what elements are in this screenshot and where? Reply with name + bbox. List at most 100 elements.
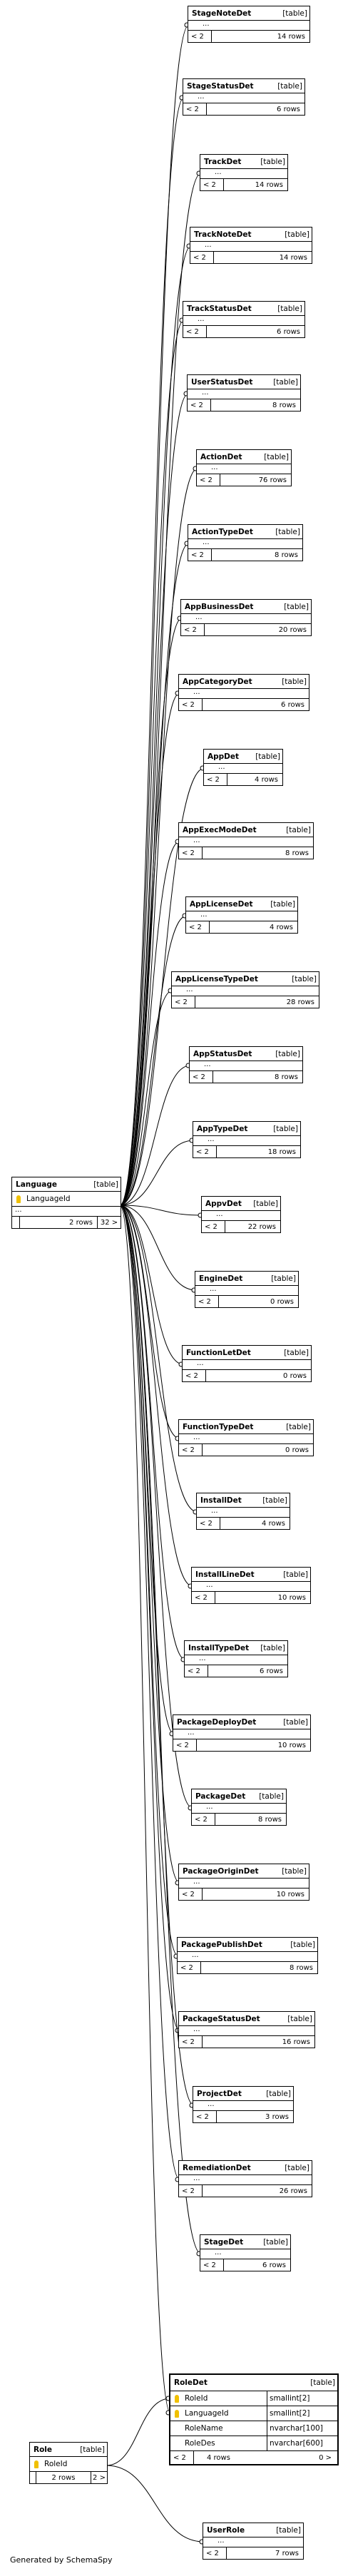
parents-count: < 2 <box>185 1665 208 1677</box>
table-name: AppStatusDet <box>193 1049 252 1058</box>
parents-count: < 2 <box>203 2547 227 2559</box>
table-name: AppCategoryDet <box>183 677 252 686</box>
table-name: AppvDet <box>205 1199 242 1208</box>
column-type: nvarchar[600] <box>270 2439 323 2448</box>
table-name: StageNoteDet <box>192 9 252 18</box>
ellipsis: ... <box>192 1804 286 1814</box>
parents-count: < 2 <box>179 2036 203 2048</box>
ellipsis: ... <box>190 242 312 252</box>
parents-count: < 2 <box>179 2185 203 2197</box>
table-type: [table] <box>276 2525 301 2535</box>
table-name: FunctionTypeDet <box>183 1422 254 1431</box>
language-relationship-line <box>119 692 180 1206</box>
table-name: AppLicenseTypeDet <box>175 974 258 983</box>
row-count: 7 rows <box>275 2549 299 2557</box>
parents-count: < 2 <box>192 1814 215 1825</box>
table-type: [table] <box>260 1643 285 1652</box>
table-type: [table] <box>292 974 317 983</box>
language-relationship-line <box>119 1205 180 1884</box>
ellipsis: ... <box>197 1508 290 1518</box>
row-count: 8 rows <box>272 401 296 409</box>
table-name: PackageOriginDet <box>183 1866 259 1876</box>
ellipsis: ... <box>183 1360 311 1370</box>
table-name: TrackStatusDet <box>187 304 252 313</box>
primary-key-icon <box>170 2394 183 2403</box>
parents-count: < 2 <box>172 996 195 1008</box>
column-type: nvarchar[100] <box>270 2424 323 2433</box>
ellipsis: ... <box>202 1211 280 1221</box>
language-relationship-line <box>119 1205 197 1291</box>
table-type: [table] <box>259 1792 284 1801</box>
table-name: UserRole <box>207 2525 245 2535</box>
ellipsis: ... <box>172 986 319 996</box>
table-type: [table] <box>253 1199 278 1208</box>
ellipsis: ... <box>179 2026 314 2036</box>
column-type: smallint[2] <box>270 2409 310 2418</box>
column-name: RoleId <box>183 2391 267 2406</box>
table-type: [table] <box>285 230 309 239</box>
row-count: 4 rows <box>207 2453 230 2462</box>
table-type: [table] <box>270 899 295 909</box>
table-name: PackageDeployDet <box>177 1717 257 1727</box>
parents-count: < 2 <box>186 921 210 933</box>
table-type: [table] <box>273 1124 298 1133</box>
language-relationship-line <box>119 320 185 1206</box>
table-type: [table] <box>310 2378 335 2387</box>
parents-count: < 2 <box>179 1444 203 1456</box>
column-name: LanguageId <box>183 2406 267 2421</box>
table-name: AppTypeDet <box>197 1124 248 1133</box>
table-type: [table] <box>286 1422 311 1431</box>
parents-count: < 2 <box>190 252 214 263</box>
language-relationship-line <box>119 393 189 1206</box>
parents-count: < 2 <box>200 2259 224 2271</box>
parents-count: < 2 <box>193 1146 217 1157</box>
language-relationship-line <box>119 543 190 1206</box>
row-count: 26 rows <box>279 2187 307 2195</box>
table-name: EngineDet <box>199 1274 243 1283</box>
language-relationship-line <box>119 1205 203 1216</box>
table-name: InstallTypeDet <box>188 1643 250 1652</box>
table-type: [table] <box>287 2014 312 2023</box>
language-relationship-line <box>119 1205 184 1365</box>
parents-count: < 2 <box>197 1518 220 1529</box>
column-name: RoleName <box>183 2421 267 2436</box>
primary-key-icon <box>170 2409 183 2418</box>
language-relationship-line <box>119 1205 180 2180</box>
column-name: LanguageId <box>26 1195 71 1203</box>
